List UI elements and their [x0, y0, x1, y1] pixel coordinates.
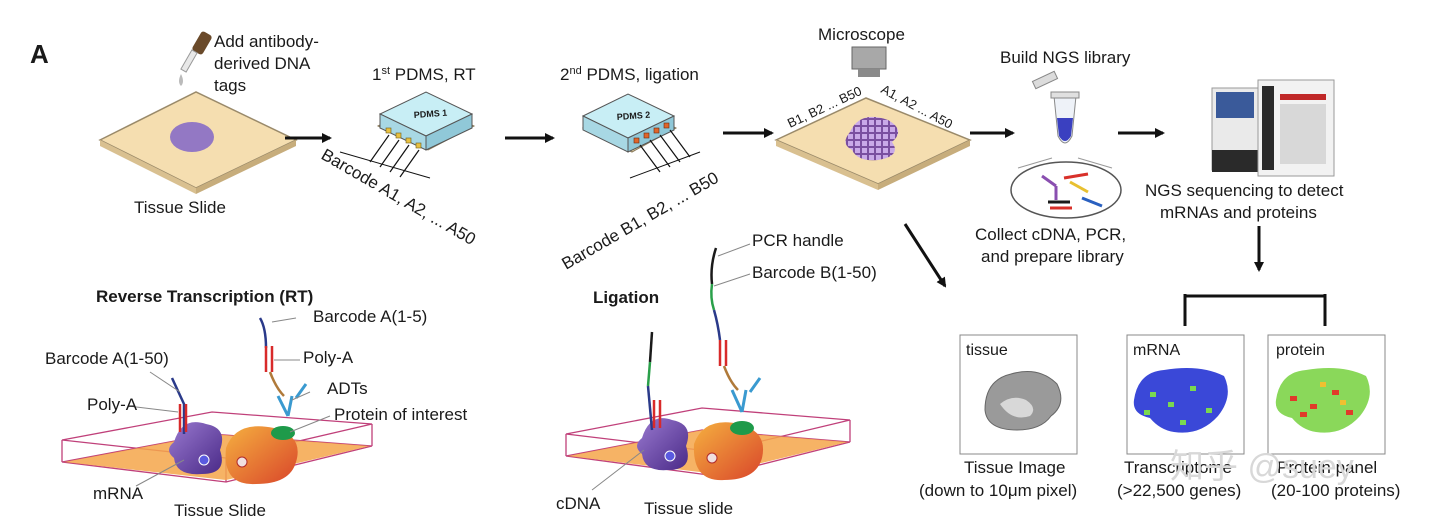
ligation-inset: Ligation PCR handle Barcode B(1-50) cDNA — [556, 231, 877, 518]
result-line2-mrna: (>22,500 genes) — [1117, 481, 1241, 500]
chip-label-2: PDMS 2 — [616, 110, 650, 122]
result-tag-protein: protein — [1276, 342, 1325, 359]
chip-label-1: PDMS 1 — [413, 108, 447, 120]
results-bracket — [1183, 294, 1327, 326]
library-zoom — [1010, 161, 1122, 219]
step1-tissue-slide: Add antibody- derived DNA tags Tissue Sl… — [98, 31, 319, 217]
tissue-section — [170, 122, 214, 152]
library-line1: Collect cDNA, PCR, — [975, 225, 1126, 244]
rt-protein: Protein of interest — [334, 405, 468, 424]
rt-polya-left: Poly-A — [87, 395, 138, 414]
result-line2-protein: (20-100 proteins) — [1271, 481, 1400, 500]
panel-letter: A — [30, 39, 49, 69]
ligation-pcr: PCR handle — [752, 231, 844, 250]
step1-line2: derived DNA — [214, 54, 311, 73]
result-line1-tissue: Tissue Image — [964, 458, 1065, 477]
rt-inset: Reverse Transcription (RT) Barcode A(1-5… — [45, 287, 468, 520]
ligation-slide: Tissue slide — [644, 499, 733, 518]
result-tissue: tissue Tissue Image (down to 10μm pixel) — [919, 334, 1078, 500]
result-protein: protein Protein panel (20-100 proteins) — [1267, 334, 1400, 500]
step4-microscope: Microscope B1, B2 ... B50 A1, A2 ... A50 — [774, 25, 972, 190]
rt-slide: Tissue Slide — [174, 501, 266, 520]
sequencing-line1: NGS sequencing to detect — [1145, 181, 1344, 200]
sequencing-line2: mRNAs and proteins — [1160, 203, 1317, 222]
rt-barcode-a150: Barcode A(1-50) — [45, 349, 169, 368]
step3-pdms2: 2nd PDMS, ligation PDMS 2 Barcode B1, B2… — [559, 65, 722, 273]
step6-sequencer: NGS sequencing to detect mRNAs and prote… — [1145, 79, 1344, 222]
microscope-label: Microscope — [818, 25, 905, 44]
step2-pdms1: 1st PDMS, RT PDMS 1 Barcode A1, A2, ... … — [318, 65, 479, 249]
arrow-down-left — [903, 223, 947, 288]
step2-title: 1st PDMS, RT — [372, 65, 476, 84]
step1-line1: Add antibody- — [214, 32, 319, 51]
ligation-cdna: cDNA — [556, 494, 601, 513]
result-line1-mrna: Transcriptome — [1124, 458, 1232, 477]
rt-barcode-a15: Barcode A(1-5) — [313, 307, 427, 326]
step1-caption: Tissue Slide — [134, 198, 226, 217]
result-line2-tissue: (down to 10μm pixel) — [919, 481, 1077, 500]
sequencer-icon — [1211, 79, 1335, 177]
dropper-icon — [179, 31, 212, 86]
ligation-title: Ligation — [593, 288, 659, 307]
result-tag-mrna: mRNA — [1133, 342, 1180, 359]
library-line2: and prepare library — [981, 247, 1124, 266]
result-mrna: mRNA Transcriptome (>22,500 genes) — [1117, 334, 1245, 500]
rt-mrna: mRNA — [93, 484, 144, 503]
rt-polya-right: Poly-A — [303, 348, 354, 367]
watermark: 知乎 @suey — [1170, 448, 1354, 486]
tube-icon — [1031, 70, 1080, 144]
rt-adts: ADTs — [327, 379, 368, 398]
grid-tissue — [845, 116, 899, 161]
result-tag-tissue: tissue — [966, 342, 1008, 359]
rt-title: Reverse Transcription (RT) — [96, 287, 313, 306]
step3-title: 2nd PDMS, ligation — [560, 65, 699, 84]
barcode-b: Barcode B1, B2, ... B50 — [559, 168, 722, 273]
microscope-icon — [851, 46, 887, 77]
step1-line3: tags — [214, 76, 246, 95]
library-title: Build NGS library — [1000, 48, 1131, 67]
ligation-barcode-b: Barcode B(1-50) — [752, 263, 877, 282]
step5-library: Build NGS library Collect cDNA, PCR, and… — [975, 48, 1131, 266]
result-line1-protein: Protein panel — [1277, 458, 1377, 477]
